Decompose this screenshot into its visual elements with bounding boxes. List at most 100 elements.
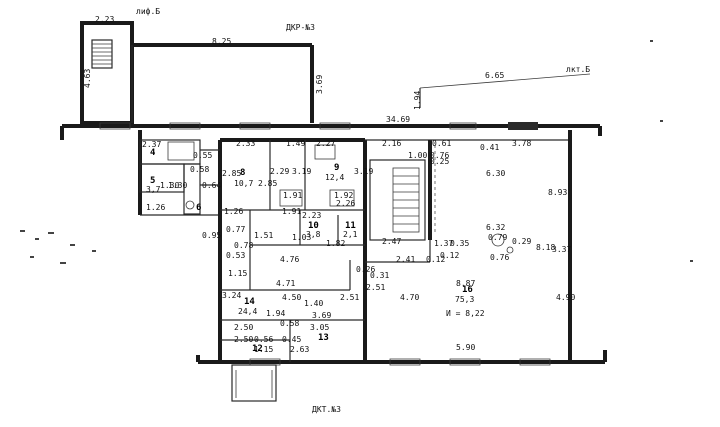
dim-label: 1.37 — [434, 239, 453, 248]
room-4-number: 4 — [150, 148, 156, 158]
dim-label: 0.29 — [512, 237, 531, 246]
dim-label: 3.19 — [354, 167, 373, 176]
dim-label: 2.23 — [302, 211, 321, 220]
dim-label: 2.85 — [222, 169, 241, 178]
room-16-area: 75,3 — [455, 295, 474, 304]
dimension-labels: 2.37 1.30 0.55 0.58 2.33 1.49 2.27 2.16 … — [142, 139, 575, 354]
room-5-number: 5 — [150, 176, 155, 186]
dim-label: 8.18 — [536, 243, 555, 252]
room-9-area: 12,4 — [325, 173, 344, 182]
dim-label: 3.19 — [292, 167, 311, 176]
dim-label: 1.51 — [254, 231, 273, 240]
dim-label: 2.27 — [316, 139, 335, 148]
dim-label: 0.35 — [450, 239, 469, 248]
dim-label: 0.12 — [440, 251, 459, 260]
dim-label: 2.85 — [258, 179, 277, 188]
dim-label: 1.91 — [283, 191, 302, 200]
room-5-area: 3,7 — [146, 185, 161, 194]
dim-label: 1.26 — [224, 207, 243, 216]
dim-label: 2.51 — [366, 283, 385, 292]
dim-label: 1.49 — [286, 139, 305, 148]
room-8-number: 8 — [240, 168, 245, 178]
dim-label: 1.92 — [334, 191, 353, 200]
dim-label: 4.76 — [280, 255, 299, 264]
dim-label: 0.45 — [282, 335, 301, 344]
dim-label: 1.82 — [326, 239, 345, 248]
dim-label: 2.63 — [290, 345, 309, 354]
dim-label: 0.53 — [226, 251, 245, 260]
dim-label: 8.87 — [456, 279, 475, 288]
dim-wall-span: 34.69 — [386, 115, 410, 124]
dim-label: 1.30 — [168, 181, 187, 190]
dim-label: 4.70 — [400, 293, 419, 302]
dim-label: 3.69 — [312, 311, 331, 320]
dim-label: 4.71 — [276, 279, 295, 288]
dim-label: 2.50 — [234, 335, 253, 344]
dim-label: 1.94 — [266, 309, 285, 318]
tag-top-left: лиф.Б — [136, 7, 160, 16]
dim-label: 6.32 — [486, 223, 505, 232]
dim-label: 0.55 — [193, 151, 212, 160]
dim-label: 3.78 — [512, 139, 531, 148]
scan-noise — [20, 40, 693, 264]
rooms-8-9 — [220, 140, 365, 290]
dim-label: 3.37 — [552, 245, 571, 254]
dim-label: 1.03 — [292, 233, 311, 242]
windows — [99, 122, 551, 366]
dim-riser: 1.94 — [413, 91, 422, 110]
annex-block — [80, 21, 591, 125]
dim-label: 0.78 — [234, 241, 253, 250]
dim-label: 1.00 — [408, 151, 427, 160]
dim-label: 2.33 — [236, 139, 255, 148]
dim-label: 2.41 — [396, 255, 415, 264]
room-11-number: 11 — [345, 221, 356, 231]
dim-label: 0.64 — [202, 181, 221, 190]
room-14-area: 24,4 — [238, 307, 257, 316]
dim-label: 2.50 — [234, 323, 253, 332]
dim-label: 0.79 — [488, 233, 507, 242]
dim-label: 1.15 — [228, 269, 247, 278]
dim-label: 2.47 — [382, 237, 401, 246]
dim-label: 1.15 — [254, 345, 273, 354]
dim-label: 0.25 — [430, 157, 449, 166]
dim-label: 8.93 — [548, 188, 567, 197]
tag-right: лкт.Б — [566, 65, 590, 74]
dim-label: 0.95 — [202, 231, 221, 240]
dim-top-left-width: 2.23 — [95, 15, 114, 24]
dim-left-height: 4.63 — [83, 69, 92, 88]
dim-label: 4.90 — [556, 293, 575, 302]
dim-label: 6.30 — [486, 169, 505, 178]
dim-label: 2.16 — [382, 139, 401, 148]
dim-label: 2.26 — [336, 199, 355, 208]
dim-label: 0.41 — [480, 143, 499, 152]
dim-label: 0.31 — [370, 271, 389, 280]
room-6-number: 6 — [196, 203, 201, 213]
room-8-area: 10,7 — [234, 179, 253, 188]
room-14-number: 14 — [244, 297, 255, 307]
dim-label: 2.29 — [270, 167, 289, 176]
room-16-interior — [434, 145, 514, 254]
dim-label: 1.30 — [160, 181, 179, 190]
dim-label: 3.24 — [222, 291, 241, 300]
dim-label: 1.91 — [282, 207, 301, 216]
room-13-number: 13 — [318, 333, 329, 343]
dim-label: 0.77 — [226, 225, 245, 234]
dim-label: 4.50 — [282, 293, 301, 302]
dim-label: 0.76 — [490, 253, 509, 262]
dim-label: 1.40 — [304, 299, 323, 308]
room-12-number: 12 — [252, 344, 263, 354]
rooms-12-13-14 — [220, 260, 365, 402]
dim-label: 0.56 — [254, 335, 273, 344]
dim-label: 0.61 — [432, 139, 451, 148]
dim-label: 0.12 — [426, 255, 445, 264]
dim-label: 0.58 — [190, 165, 209, 174]
small-rooms-left — [139, 139, 220, 215]
tag-bottom: ДКТ.№3 — [312, 405, 341, 414]
room-9-number: 9 — [334, 163, 339, 173]
room-10-number: 10 — [308, 221, 319, 231]
tag-top-middle: ДКР-№3 — [286, 23, 315, 32]
stair-hall — [365, 159, 431, 263]
room-11-area: 2,1 — [343, 230, 358, 239]
dim-label: 2.37 — [142, 140, 161, 149]
